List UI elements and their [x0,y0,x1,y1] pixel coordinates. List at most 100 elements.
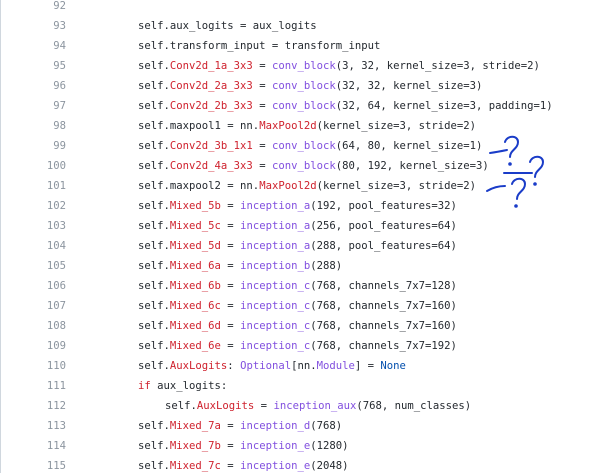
code-token: = [252,80,272,92]
code-token: MaxPool2d [259,120,317,132]
line-number[interactable]: 115 [46,460,66,472]
code-token: inception_e [240,440,311,452]
code-token: self. [138,420,170,432]
line-code: self.Mixed_6c = inception_c(768, channel… [138,296,457,316]
line-number[interactable]: 100 [46,160,66,172]
line-code: self.Conv2d_2a_3x3 = conv_block(32, 32, … [138,76,482,96]
line-number[interactable]: 97 [53,100,66,112]
code-line: 93 self.aux_logits = aux_logits [0,16,600,36]
code-token: = [220,300,241,312]
code-token: self. [138,80,170,92]
code-token: inception_b [240,260,311,272]
line-number[interactable]: 106 [46,280,66,292]
code-token: inception_c [240,340,311,352]
line-number[interactable]: 98 [53,120,66,132]
code-token: self. [138,140,170,152]
line-code: self.Mixed_6d = inception_c(768, channel… [138,316,457,336]
code-token: = [220,260,241,272]
code-token: = [220,200,241,212]
line-code: self.transform_input = transform_input [138,36,380,56]
code-token: self. [138,460,170,472]
line-code: self.maxpool2 = nn.MaxPool2d(kernel_size… [138,176,476,196]
code-token: self. [138,440,170,452]
code-token: ] = [354,360,381,372]
code-token: conv_block [271,60,336,72]
line-code: self.Conv2d_1a_3x3 = conv_block(3, 32, k… [138,56,540,76]
code-token: (768, channels_7x7=160) [310,300,457,312]
code-line: 101 self.maxpool2 = nn.MaxPool2d(kernel_s… [0,176,600,196]
code-token: self.maxpool2 = nn. [138,180,260,192]
line-code: self.aux_logits = aux_logits [138,16,317,36]
code-token: = [252,100,272,112]
line-code: self.Mixed_5b = inception_a(192, pool_fe… [138,196,457,216]
line-number[interactable]: 92 [53,0,66,12]
code-token: (32, 64, kernel_size=3, padding=1) [335,100,553,112]
code-token: self. [138,240,170,252]
code-token: self. [138,340,170,352]
line-code: self.Mixed_6b = inception_c(768, channel… [138,276,457,296]
code-token: = [252,60,272,72]
code-token: self. [165,400,197,412]
line-number[interactable]: 93 [53,20,66,32]
line-number[interactable]: 103 [46,220,66,232]
code-line: 94 self.transform_input = transform_input [0,36,600,56]
line-number[interactable]: 94 [53,40,66,52]
code-token: Mixed_6d [169,320,221,332]
code-token: (768, channels_7x7=160) [310,320,457,332]
code-token: Conv2d_3b_1x1 [169,140,253,152]
code-line: 100 self.Conv2d_4a_3x3 = conv_block(80, 1… [0,156,600,176]
line-number[interactable]: 96 [53,80,66,92]
code-token: = [220,240,241,252]
line-number[interactable]: 102 [46,200,66,212]
line-number[interactable]: 112 [46,400,66,412]
code-token: (kernel_size=3, stride=2) [316,180,477,192]
line-code: self.Conv2d_4a_3x3 = conv_block(80, 192,… [138,156,489,176]
code-token: Mixed_7b [169,440,221,452]
line-number[interactable]: 108 [46,320,66,332]
code-line: 107 self.Mixed_6c = inception_c(768, chan… [0,296,600,316]
line-number[interactable]: 104 [46,240,66,252]
code-token: (256, pool_features=64) [310,220,457,232]
line-number[interactable]: 95 [53,60,66,72]
code-token: self.transform_input = transform_input [138,40,381,52]
code-token: (3, 32, kernel_size=3, stride=2) [335,60,540,72]
line-number[interactable]: 99 [53,140,66,152]
gutter-border [0,0,1,473]
line-number[interactable]: 101 [46,180,66,192]
code-token: : [227,360,241,372]
code-token: = [220,220,241,232]
code-token: self.maxpool1 = nn. [138,120,260,132]
code-token: (288) [310,260,343,272]
line-number[interactable]: 109 [46,340,66,352]
code-token: (768) [310,420,343,432]
code-token: (64, 80, kernel_size=1) [335,140,483,152]
line-number[interactable]: 113 [46,420,66,432]
code-line: 95 self.Conv2d_1a_3x3 = conv_block(3, 32,… [0,56,600,76]
code-token: (2048) [310,460,349,472]
code-token: Mixed_6b [169,280,221,292]
code-token: (768, channels_7x7=128) [310,280,457,292]
code-token: Mixed_6a [169,260,221,272]
code-token: self. [138,360,170,372]
line-number[interactable]: 105 [46,260,66,272]
code-token: [nn. [291,360,317,372]
line-number[interactable]: 111 [46,380,66,392]
line-number[interactable]: 114 [46,440,66,452]
code-token: Conv2d_2b_3x3 [169,100,253,112]
code-token: inception_aux [273,400,357,412]
code-line: 96 self.Conv2d_2a_3x3 = conv_block(32, 32… [0,76,600,96]
code-token: conv_block [271,140,336,152]
code-token: self. [138,300,170,312]
code-token: inception_e [240,460,311,472]
line-number[interactable]: 107 [46,300,66,312]
line-number[interactable]: 110 [46,360,66,372]
code-token: inception_a [240,220,311,232]
